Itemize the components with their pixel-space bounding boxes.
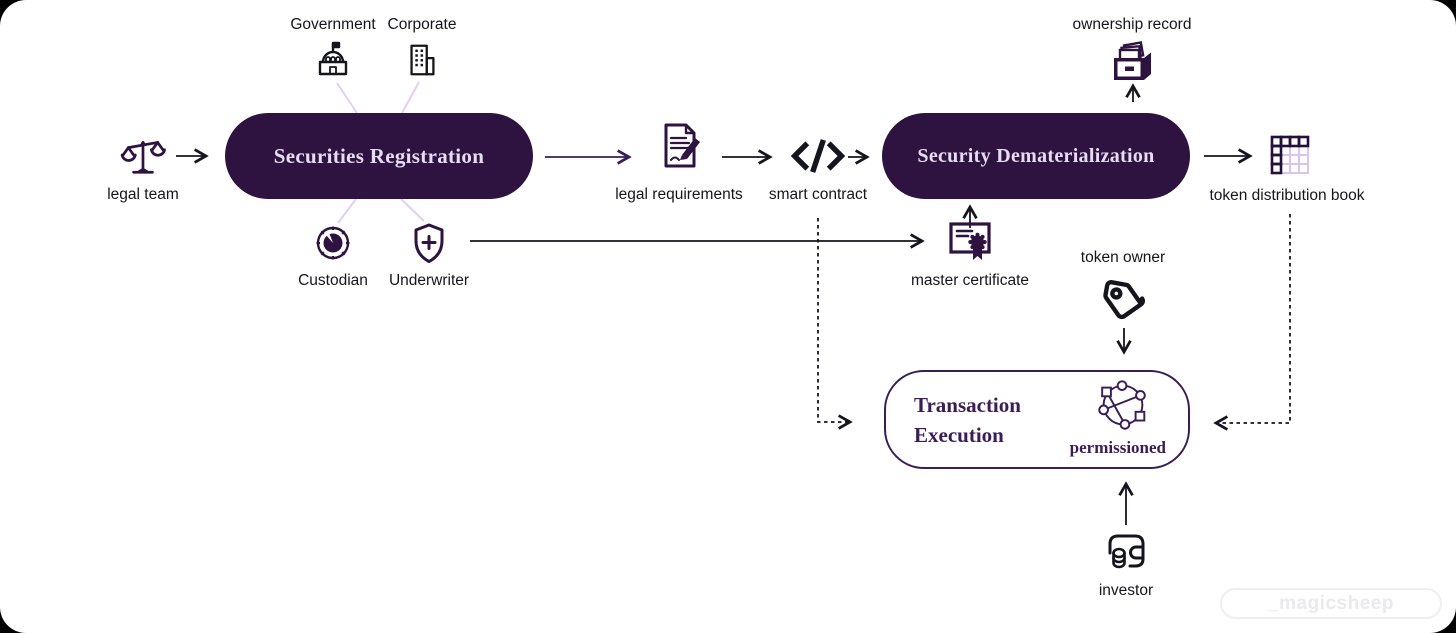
permissioned-badge: permissioned	[1069, 438, 1166, 457]
custodian-label: Custodian	[298, 272, 368, 289]
watermark-text: _magicsheep	[1268, 592, 1394, 614]
shield-plus-icon	[409, 221, 449, 265]
securities-registration-title: Securities Registration	[273, 143, 485, 168]
transaction-execution-title: Transaction Execution	[914, 393, 1021, 448]
ledger-grid-icon	[1269, 134, 1311, 176]
code-icon	[789, 138, 847, 174]
transaction-execution-box: Transaction Execution permissioned	[884, 370, 1190, 469]
securities-registration-box: Securities Registration	[225, 113, 533, 199]
underwriter-label: Underwriter	[388, 272, 470, 289]
card-file-box-icon	[1108, 40, 1156, 84]
legal-requirements-label: legal requirements	[615, 186, 743, 203]
office-building-icon	[403, 41, 441, 79]
capitol-icon	[313, 40, 353, 80]
master-certificate-label: master certificate	[910, 272, 1030, 289]
document-pen-icon	[655, 121, 703, 173]
token-owner-label: token owner	[1080, 249, 1166, 266]
security-dematerialization-box: Security Dematerialization	[882, 113, 1190, 199]
scales-icon	[120, 133, 166, 179]
government-label: Government	[290, 16, 376, 33]
watermark-pill: _magicsheep	[1220, 588, 1442, 619]
ownership-record-label: ownership record	[1072, 16, 1192, 33]
legal-team-label: legal team	[107, 186, 179, 203]
investor-label: investor	[1098, 582, 1154, 599]
wallet-coins-icon	[1102, 529, 1150, 573]
smart-contract-label: smart contract	[768, 186, 868, 203]
security-dematerialization-title: Security Dematerialization	[917, 144, 1155, 167]
tag-icon	[1099, 273, 1149, 323]
token-distribution-book-label: token distribution book	[1209, 187, 1365, 204]
vault-dial-icon	[313, 223, 353, 263]
corporate-label: Corporate	[387, 16, 457, 33]
permissioned-network-icon	[1092, 378, 1154, 434]
certificate-icon	[947, 219, 993, 263]
